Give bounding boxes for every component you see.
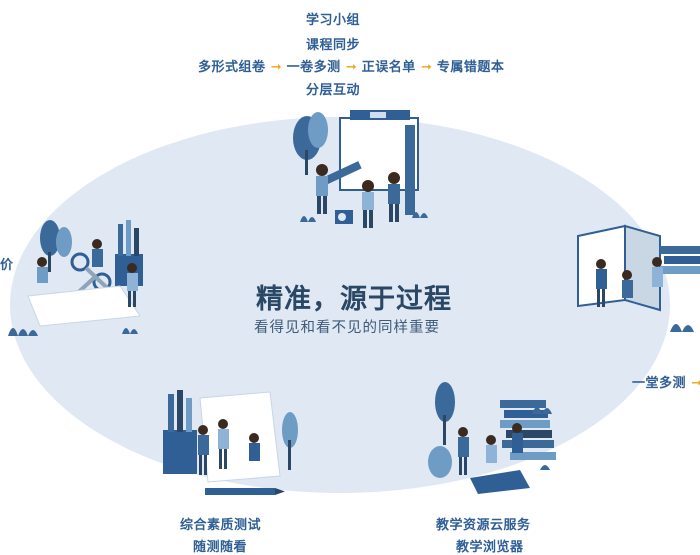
book-stack-icon [500, 400, 556, 460]
bottom-left-line2: 随测随看 [193, 540, 248, 555]
student-figure [127, 263, 138, 307]
student-figure [218, 419, 229, 469]
student-figure [458, 427, 469, 475]
student-figure [362, 180, 374, 228]
book-stack-icon [660, 246, 700, 274]
plant-icon [532, 407, 552, 470]
arrow-right-icon: ➞ [345, 60, 357, 75]
chain-step-1: 多形式组卷 [198, 60, 266, 75]
right-label-row: 一堂多测 ➞ [632, 372, 700, 391]
paper-sheet-icon [27, 285, 141, 327]
arrow-right-icon: ➞ [691, 376, 700, 391]
arrow-right-icon: ➞ [420, 60, 432, 75]
center-title: 精准，源于过程 [256, 284, 452, 315]
chain-step-4: 专属错题本 [436, 60, 505, 75]
student-figure [249, 433, 260, 461]
student-figure [198, 425, 209, 475]
whiteboard-icon [339, 110, 419, 215]
left-label: 价 [0, 258, 14, 273]
bottom-right-line2: 教学浏览器 [456, 540, 524, 555]
plant-icon [670, 324, 694, 332]
chain-step-3: 正误名单 [361, 60, 416, 75]
center-subtitle: 看得见和看不见的同样重要 [254, 320, 440, 336]
top-item-study-group: 学习小组 [306, 13, 361, 28]
pencil-icon [322, 161, 362, 186]
student-figure [92, 239, 103, 267]
sharpener-icon [335, 210, 353, 224]
student-figure [486, 435, 497, 463]
open-book-icon [577, 224, 661, 312]
student-figure [388, 172, 400, 222]
top-chain: 多形式组卷 ➞ 一卷多测 ➞ 正误名单 ➞ 专属错题本 [198, 56, 504, 75]
chain-step-2: 一卷多测 [286, 60, 341, 75]
bottom-right-line1: 教学资源云服务 [436, 518, 531, 533]
plant-icon [300, 212, 428, 222]
tree-icon [428, 382, 455, 478]
plant-icon [8, 328, 138, 336]
student-figure [622, 270, 633, 298]
tree-icon [282, 412, 298, 470]
paper-sheet-icon [470, 470, 530, 494]
pencil-cup-icon [163, 390, 197, 474]
right-label: 一堂多测 [632, 376, 687, 391]
student-figure [37, 257, 48, 283]
tree-icon [40, 220, 72, 272]
student-figure [652, 257, 663, 287]
student-figure [316, 164, 328, 214]
pencil-icon [205, 488, 285, 495]
tree-icon [293, 112, 328, 175]
central-ellipse [10, 117, 670, 493]
bottom-left-line1: 综合素质测试 [180, 518, 262, 533]
student-figure [596, 259, 607, 307]
arrow-right-icon: ➞ [270, 60, 282, 75]
top-item-layered-interaction: 分层互动 [306, 83, 361, 98]
student-figure [512, 423, 523, 453]
top-item-course-sync: 课程同步 [306, 38, 361, 53]
